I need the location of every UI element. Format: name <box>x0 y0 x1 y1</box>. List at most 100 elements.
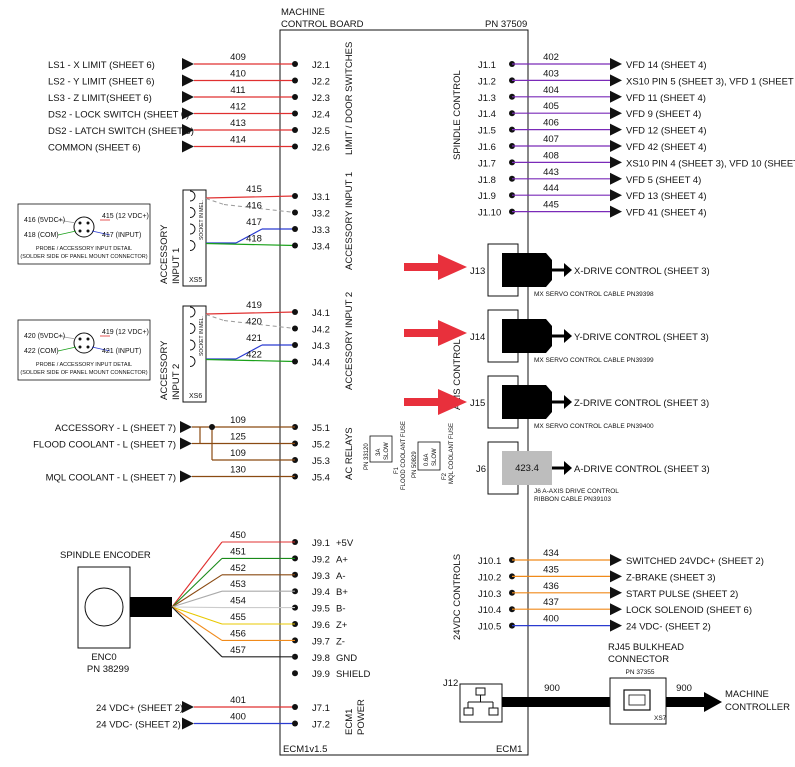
pin-label: J4.3 <box>312 341 330 352</box>
axis-jack-label: J15 <box>470 398 485 409</box>
accessory-vlabel: INPUT 2 <box>171 364 182 400</box>
detail-caption: (SOLDER SIDE OF PANEL MOUNT CONNECTOR) <box>20 370 147 376</box>
connector-note: SOCKET IN MEL. <box>199 316 205 356</box>
pin-label: J9.3 <box>312 571 330 582</box>
network-jack-label: J12 <box>443 678 458 689</box>
a-axis-ribbon-plug <box>502 451 552 485</box>
terminal-dot <box>292 720 298 727</box>
terminal-dot <box>292 342 298 348</box>
callout-arrow-icon <box>404 320 467 346</box>
wire-number: 454 <box>230 596 246 607</box>
wire-number: 444 <box>543 183 559 194</box>
wire-number: 436 <box>543 581 559 592</box>
limit-input-label: DS2 - LOCK SWITCH (SHEET 6) <box>48 110 189 121</box>
pin-label: J4.1 <box>312 308 330 319</box>
accessory-wire <box>205 195 296 199</box>
terminal-dot <box>292 61 298 67</box>
input-arrow-icon <box>182 717 194 730</box>
input-arrow-icon <box>180 437 192 450</box>
bulkhead-pn: PN 37355 <box>626 669 655 676</box>
network-wire-number: 900 <box>544 683 560 694</box>
signal-label: B- <box>336 604 346 615</box>
encoder-wire <box>171 606 223 658</box>
spindle-output-label: VFD 5 (SHEET 4) <box>626 175 701 186</box>
axis-cable-label: MX SERVO CONTROL CABLE PN39399 <box>534 357 654 364</box>
rj45-port-icon <box>628 694 646 706</box>
pin-label: J3.2 <box>312 209 330 220</box>
pin-label: J4.2 <box>312 325 330 336</box>
detail-lead <box>91 230 111 236</box>
axis-label: X-DRIVE CONTROL (SHEET 3) <box>574 266 710 277</box>
axis-plug <box>502 319 552 353</box>
pin-label: J9.7 <box>312 636 330 647</box>
socket-icon <box>189 323 196 334</box>
bulkhead-label: CONNECTOR <box>608 654 669 665</box>
wire-number: 443 <box>543 167 559 178</box>
detail-lead <box>91 346 111 352</box>
encoder-wire <box>171 574 223 608</box>
input-arrow-icon <box>182 140 194 153</box>
connector-note: SOCKET IN MEL. <box>199 200 205 240</box>
board-title-2: CONTROL BOARD <box>281 19 364 30</box>
terminal-dot <box>292 143 298 150</box>
pin-label: J1.10 <box>478 208 501 219</box>
wire-number: 125 <box>230 432 246 443</box>
network-cable <box>666 697 706 707</box>
wire-number: 417 <box>246 217 262 228</box>
socket-icon <box>189 306 196 318</box>
encoder-title: SPINDLE ENCODER <box>60 550 151 561</box>
accessory-connector <box>182 305 207 403</box>
detail-pin-label: 421 (INPUT) <box>102 348 141 355</box>
wire-number: 401 <box>230 695 246 706</box>
pin-label: J2.5 <box>312 126 330 137</box>
limit-input-label: COMMON (SHEET 6) <box>48 143 141 154</box>
input-arrow-icon <box>182 91 194 103</box>
connector-pin-icon <box>78 221 82 225</box>
wire-number: 406 <box>543 118 559 129</box>
connector-pin-icon <box>78 337 82 341</box>
board-part-number: PN 37509 <box>485 19 527 30</box>
encoder-wire <box>171 606 223 625</box>
connector-id: XS6 <box>189 393 202 400</box>
spindle-output-label: VFD 42 (SHEET 4) <box>626 142 707 153</box>
pin-label: J5.2 <box>312 440 330 451</box>
wire-number: 408 <box>543 150 559 161</box>
terminal-dot <box>292 94 298 100</box>
pin-label: J10.4 <box>478 605 501 616</box>
accessory-wire <box>235 344 263 360</box>
input-arrow-icon <box>180 421 192 433</box>
wire-number: 409 <box>230 52 246 63</box>
board-footer-left: ECM1v1.5 <box>283 744 327 755</box>
wire-number: 453 <box>230 579 246 590</box>
socket-icon <box>189 223 196 235</box>
callout-arrow-icon <box>404 254 467 280</box>
wire-number: 422 <box>246 350 262 361</box>
controller-label: MACHINE <box>725 689 769 700</box>
section-ecm1-power-1: ECM1 <box>344 709 355 735</box>
wire-number: 435 <box>543 564 559 575</box>
relay-label: FLOOD COOLANT - L (SHEET 7) <box>33 440 176 451</box>
detail-pin-label: 415 (12 VDC+) <box>102 213 149 220</box>
vdc-output-label: SWITCHED 24VDC+ (SHEET 2) <box>626 556 764 567</box>
section-limit-door: LIMIT / DOOR SWITCHES <box>344 42 355 155</box>
detail-lead <box>57 346 77 352</box>
pin-label: J9.1 <box>312 538 330 549</box>
vdc-output-label: START PULSE (SHEET 2) <box>626 589 738 600</box>
output-arrow-icon <box>610 189 622 202</box>
spindle-output-label: XS10 PIN 5 (SHEET 3), VFD 1 (SHEET 4) <box>626 76 795 87</box>
pin-label: J1.2 <box>478 76 496 87</box>
signal-label: +5V <box>336 538 354 549</box>
callout-arrow-icon <box>404 389 467 415</box>
socket-icon <box>189 339 196 351</box>
pin-label: J2.3 <box>312 93 330 104</box>
spindle-output-label: VFD 12 (SHEET 4) <box>626 126 707 137</box>
wire-number: 418 <box>246 234 262 245</box>
input-arrow-icon <box>182 58 194 70</box>
wire-number: 412 <box>230 102 246 113</box>
accessory-vlabel: ACCESSORY <box>159 224 170 284</box>
signal-label: B+ <box>336 587 348 598</box>
